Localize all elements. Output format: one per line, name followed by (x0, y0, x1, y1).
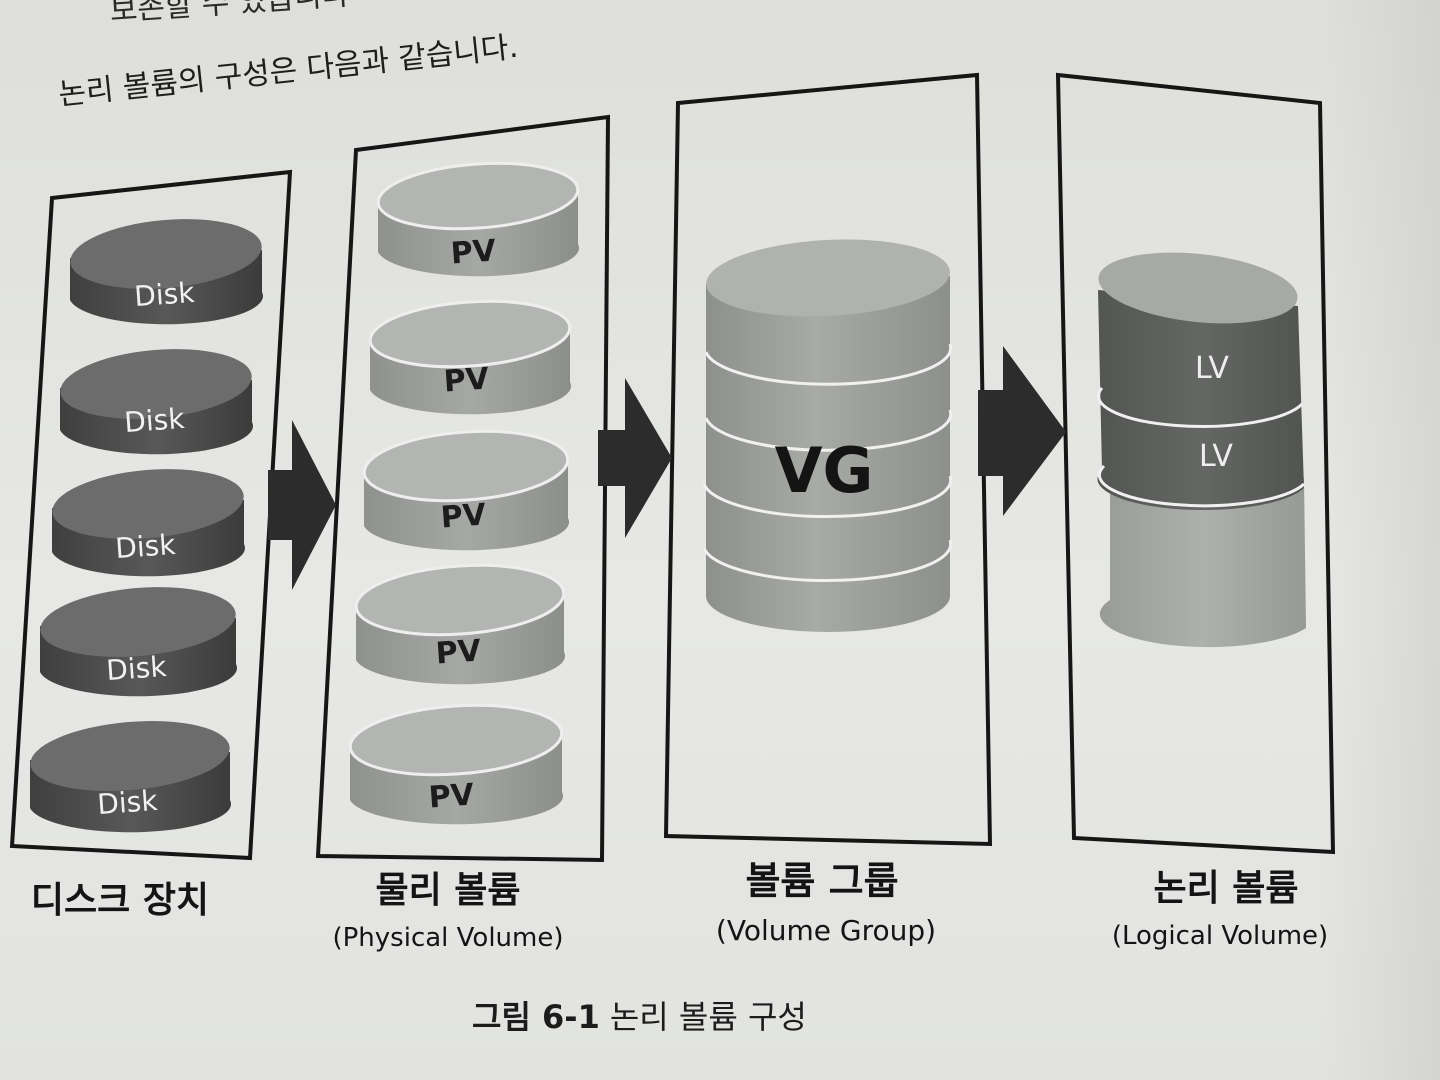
lv-cylinder: LV LV (1096, 252, 1306, 648)
disk-2: Disk (60, 349, 253, 455)
arrow-icon (268, 420, 336, 590)
pv-1: PV (376, 161, 580, 277)
disk-label: Disk (133, 276, 196, 313)
disk-label: Disk (105, 650, 168, 687)
disk-1: Disk (70, 219, 263, 325)
lv-column-subtitle: (Logical Volume) (1112, 921, 1328, 951)
pv-column-subtitle: (Physical Volume) (332, 923, 563, 953)
vg-column-title: 볼륨 그룹 (745, 859, 898, 903)
vg-label: VG (775, 434, 874, 507)
disk-column-frame (9, 169, 293, 861)
disk-3: Disk (52, 469, 245, 577)
pv-2: PV (368, 299, 572, 415)
vg-cylinder: VG (702, 239, 953, 632)
figure-caption-text: 논리 볼륨 구성 (609, 998, 807, 1036)
figure-number: 그림 6-1 (472, 998, 600, 1036)
arrow-icon (598, 378, 672, 538)
arrow-icon (978, 346, 1066, 516)
lv-label: LV (1199, 439, 1233, 474)
pv-column-frame (315, 114, 611, 863)
pv-4: PV (354, 563, 566, 685)
disk-label: Disk (123, 402, 186, 439)
pv-label: PV (435, 633, 483, 671)
pv-column-title: 물리 볼륨 (375, 870, 520, 911)
disk-label: Disk (96, 784, 159, 821)
vg-column-subtitle: (Volume Group) (716, 914, 936, 947)
pv-label: PV (450, 233, 498, 271)
page-shadow (1320, 0, 1440, 1080)
lv-column-frame (1055, 72, 1336, 855)
pv-5: PV (348, 703, 564, 825)
pv-3: PV (362, 429, 570, 551)
pv-label: PV (428, 777, 476, 815)
disk-5: Disk (30, 721, 232, 833)
disk-4: Disk (40, 587, 237, 697)
disk-column-title: 디스크 장치 (31, 880, 209, 921)
pv-label: PV (440, 497, 488, 535)
disk-label: Disk (114, 528, 177, 565)
vg-column-frame (663, 72, 993, 847)
lv-label: LV (1195, 351, 1229, 386)
pv-label: PV (443, 361, 491, 399)
lv-column-title: 논리 볼륨 (1153, 868, 1298, 909)
